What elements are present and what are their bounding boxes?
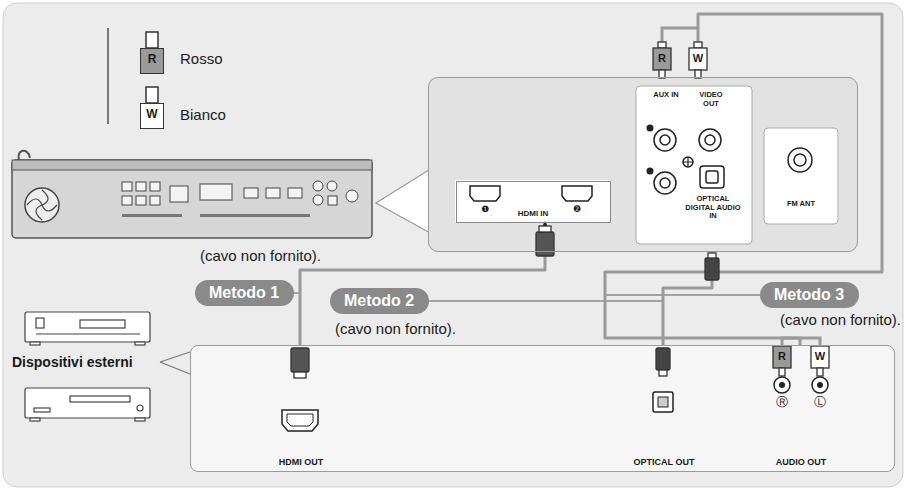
- label: Dispositivi esterni: [12, 354, 133, 370]
- method-label: Metodo 3: [760, 282, 858, 308]
- port-label: HDMI OUT: [256, 457, 346, 467]
- external-device-box: HDMI OUT OPTICAL OUT AUDIO OUT: [190, 345, 895, 472]
- port-label: VIDEO OUT: [694, 91, 728, 108]
- port-label: HDMI IN: [508, 209, 558, 218]
- legend-text: Rosso: [180, 50, 223, 67]
- port-label: FM ANT: [776, 200, 826, 209]
- legend-art: [108, 28, 158, 124]
- label: W: [815, 350, 825, 363]
- home-theater-back: [12, 151, 372, 238]
- cable-connector: [605, 14, 882, 345]
- label: W: [693, 52, 703, 65]
- method-pill: Metodo 1: [195, 280, 294, 306]
- panel-art: [428, 77, 858, 252]
- zoom-pointer: [376, 168, 432, 234]
- label: ❷: [573, 204, 581, 214]
- method-pill: Metodo 3: [760, 282, 859, 308]
- label: R: [658, 52, 666, 65]
- label: Ⓛ: [814, 396, 826, 410]
- port-label: OPTICAL DIGITAL AUDIO IN: [682, 195, 744, 221]
- device-box-art: [160, 345, 895, 472]
- label: (cavo non fornito).: [780, 311, 901, 328]
- label: R: [148, 53, 157, 67]
- label: Ⓡ: [776, 396, 788, 410]
- method-label: Metodo 1: [195, 280, 293, 306]
- port-label: AUX IN: [644, 91, 688, 100]
- label: ❶: [481, 204, 489, 214]
- method-label: Metodo 2: [330, 288, 428, 314]
- panel-zoom: AUX IN VIDEO OUT OPTICAL DIGITAL AUDIO IN F…: [428, 77, 858, 252]
- label: W: [146, 108, 157, 122]
- label: (cavo non fornito).: [335, 320, 456, 337]
- label: R: [778, 350, 786, 363]
- hdmi-in-group: HDMI IN: [456, 181, 611, 223]
- label: (cavo non fornito).: [200, 247, 321, 264]
- port-label: OPTICAL OUT: [619, 457, 709, 467]
- cable-connector: [300, 223, 545, 345]
- background: [3, 3, 903, 487]
- method-pill: Metodo 2: [330, 288, 429, 314]
- port-label: AUDIO OUT: [756, 457, 846, 467]
- plugs: [291, 42, 829, 378]
- legend-text: Bianco: [180, 106, 226, 123]
